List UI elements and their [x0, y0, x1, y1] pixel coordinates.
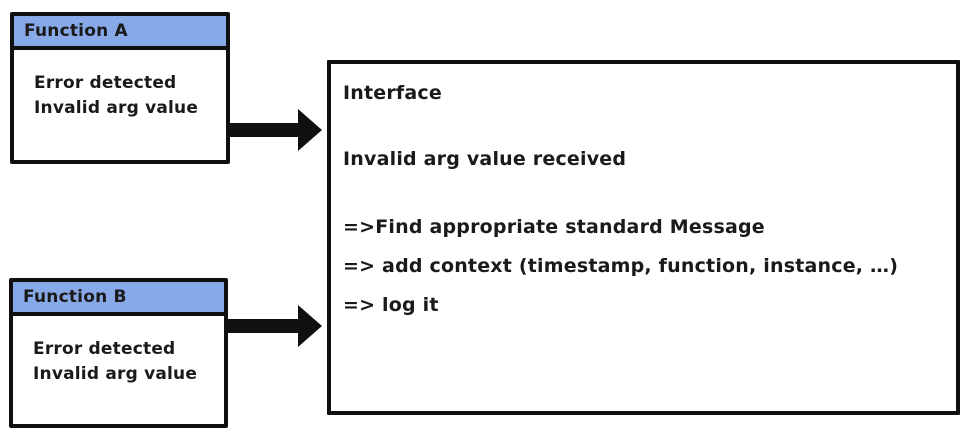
function-b-line: Invalid arg value	[33, 364, 198, 384]
function-a-line: Error detected	[34, 73, 177, 93]
function-a-body: Error detected Invalid arg value	[14, 50, 226, 121]
interface-step: =>Find appropriate standard Message	[343, 216, 765, 238]
function-b-body: Error detected Invalid arg value	[13, 316, 224, 387]
function-a-title: Function A	[24, 21, 128, 41]
interface-steps: =>Find appropriate standard Message => a…	[343, 208, 944, 325]
function-a-box: Function A Error detected Invalid arg va…	[10, 12, 230, 164]
arrow-b-icon	[228, 305, 322, 347]
function-b-box: Function B Error detected Invalid arg va…	[9, 278, 228, 428]
function-a-line: Invalid arg value	[34, 98, 199, 118]
function-b-title: Function B	[23, 287, 127, 307]
function-a-header: Function A	[14, 16, 226, 50]
interface-box: Interface Invalid arg value received =>F…	[327, 60, 960, 415]
interface-event-text: Invalid arg value received	[343, 148, 627, 170]
interface-title: Interface	[343, 82, 442, 104]
interface-step: => log it	[343, 294, 439, 316]
function-b-header: Function B	[13, 282, 224, 316]
interface-step: => add context (timestamp, function, ins…	[343, 255, 899, 277]
function-b-line: Error detected	[33, 339, 176, 359]
arrow-a-icon	[228, 109, 322, 151]
